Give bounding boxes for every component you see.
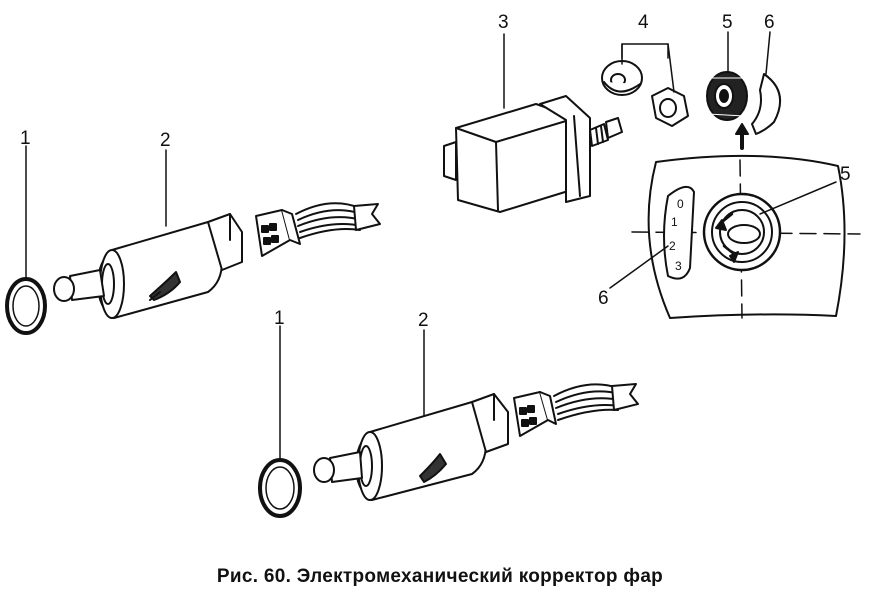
assembly-arrow xyxy=(735,123,749,150)
connector-lower xyxy=(513,391,557,437)
label-2-upper: 2 xyxy=(160,130,171,151)
washer xyxy=(601,60,643,96)
connector-left xyxy=(255,209,301,257)
dial-mark-3: 3 xyxy=(675,259,682,273)
label-1-lower: 1 xyxy=(274,308,285,329)
leader-lines xyxy=(25,31,837,461)
label-1-upper: 1 xyxy=(20,128,31,149)
dashboard-panel xyxy=(631,154,861,319)
label-4: 4 xyxy=(638,12,649,33)
figure-caption: Рис. 60. Электромеханический корректор ф… xyxy=(216,566,664,587)
dial-mark-2: 2 xyxy=(669,239,676,253)
seal-ring-left xyxy=(5,277,47,335)
dial-mark-1: 1 xyxy=(671,215,678,229)
label-6-inset: 6 xyxy=(598,288,609,309)
label-3: 3 xyxy=(498,12,509,33)
label-5-top: 5 xyxy=(722,12,733,33)
label-5-inset: 5 xyxy=(840,164,851,185)
label-2-lower: 2 xyxy=(418,310,429,331)
wire-harness-left xyxy=(295,202,381,239)
wire-harness-lower xyxy=(553,383,639,421)
actuator-left xyxy=(53,213,243,319)
actuator-lower xyxy=(313,393,509,501)
dial-mark-0: 0 xyxy=(677,197,684,211)
switch-housing xyxy=(443,95,623,213)
scale-plate xyxy=(751,73,782,135)
adjust-knob xyxy=(706,71,748,121)
nut xyxy=(651,87,689,127)
label-6-top: 6 xyxy=(764,12,775,33)
seal-ring-lower xyxy=(258,458,302,518)
